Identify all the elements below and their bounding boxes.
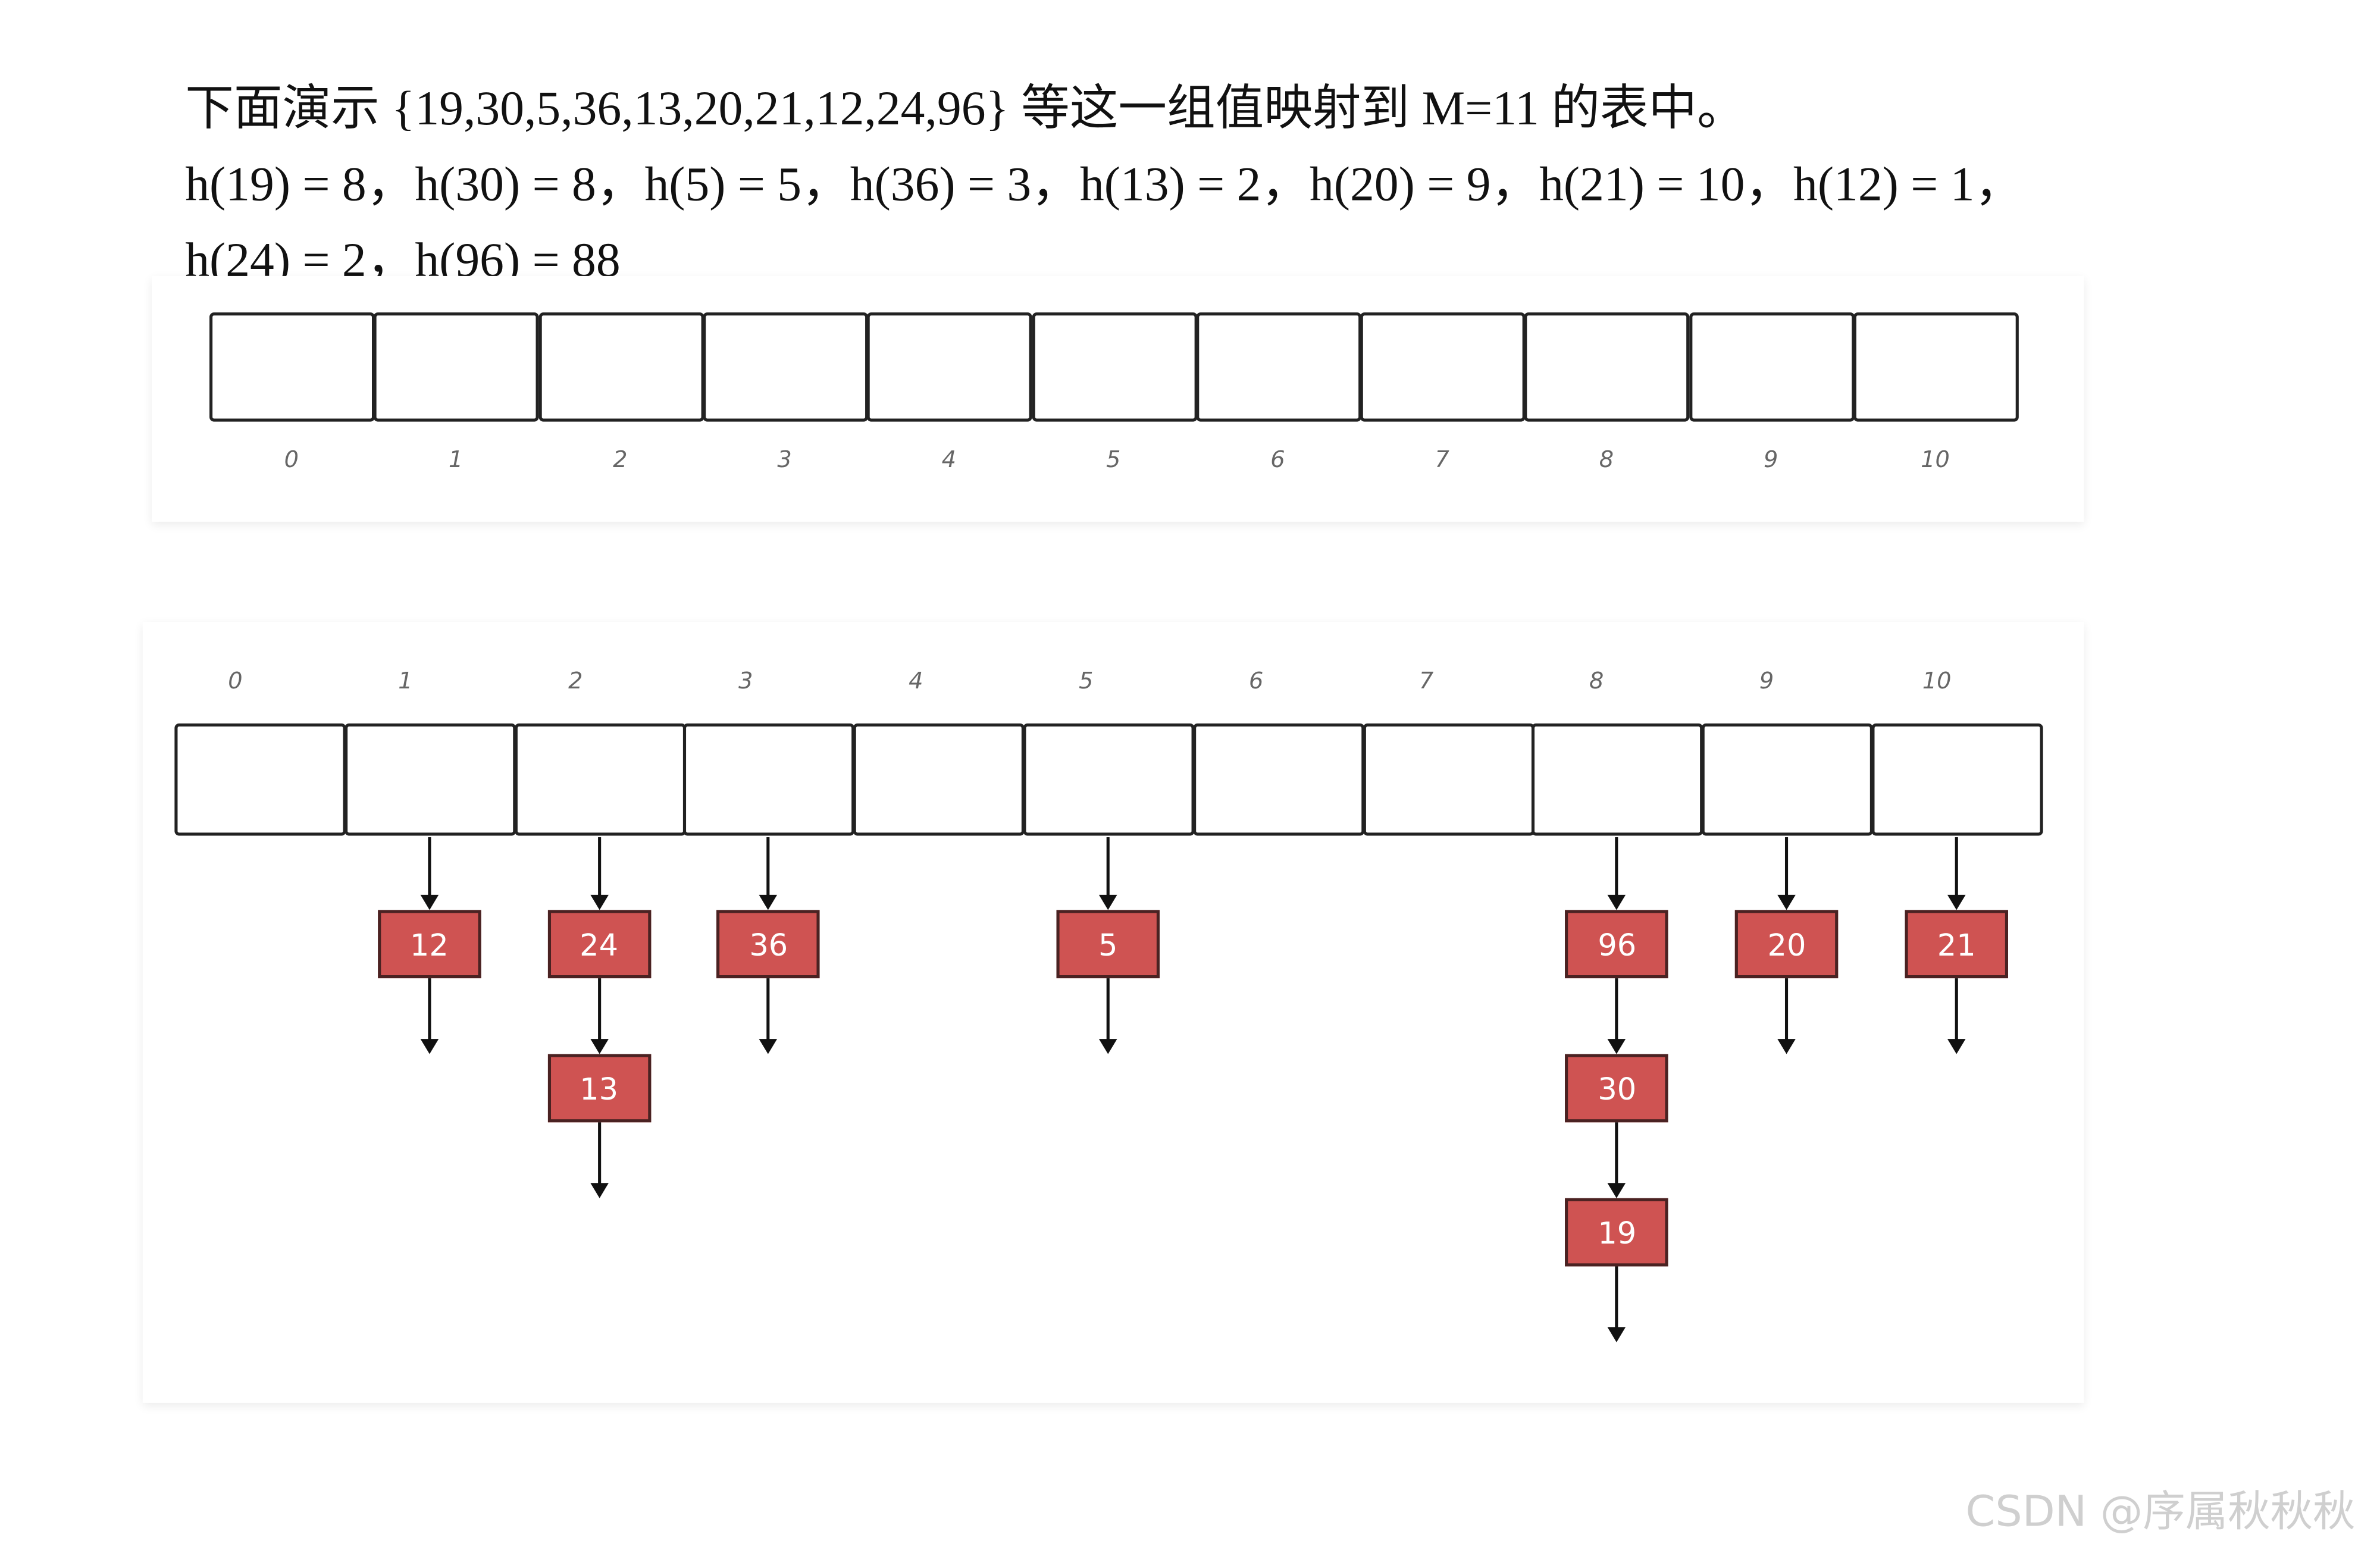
slot-index-label: 1	[448, 446, 464, 474]
chain-node: 5	[1056, 910, 1160, 979]
bucket-index-label: 1	[398, 667, 413, 695]
chain-node: 36	[717, 910, 821, 979]
pointer-arrow	[759, 837, 778, 910]
pointer-arrow	[1098, 837, 1117, 910]
pointer-arrow	[1947, 837, 1966, 910]
intro-text: 下面演示 {19,30,5,36,13,20,21,12,24,96} 等这一组…	[185, 80, 1746, 135]
bucket-index-label: 4	[909, 667, 923, 695]
chain-node: 96	[1565, 910, 1669, 979]
chain-node: 13	[547, 1054, 651, 1123]
slot-index-label: 0	[284, 446, 299, 474]
chain-node: 12	[377, 910, 481, 979]
watermark: CSDN @序属秋秋秋	[1965, 1486, 2356, 1537]
table-slot	[1853, 312, 2019, 422]
bucket-index-label: 10	[1922, 667, 1952, 695]
bucket-index-label: 9	[1759, 667, 1774, 695]
next-pointer-arrow	[1098, 978, 1117, 1054]
chain-node: 24	[547, 910, 651, 979]
pointer-arrow	[1777, 837, 1796, 910]
bucket-index-label: 8	[1589, 667, 1604, 695]
bucket-slot	[1871, 723, 2043, 836]
slot-index-label: 3	[777, 446, 792, 474]
table-slot	[702, 312, 868, 422]
next-pointer-arrow	[1777, 978, 1796, 1054]
slot-index-label: 8	[1599, 446, 1614, 474]
next-pointer-arrow	[1608, 1266, 1627, 1342]
bucket-index-label: 7	[1418, 667, 1434, 695]
pointer-arrow	[420, 837, 439, 910]
next-pointer-arrow	[590, 1122, 608, 1198]
table-slot	[1689, 312, 1855, 422]
table-slot	[1195, 312, 1361, 422]
bucket-slot	[1023, 723, 1195, 836]
chain-node: 19	[1565, 1198, 1669, 1267]
chain-node: 20	[1735, 910, 1839, 979]
bucket-index-label: 3	[738, 667, 753, 695]
bucket-slot	[344, 723, 516, 836]
pointer-arrow	[1608, 837, 1627, 910]
bucket-slot	[513, 723, 686, 836]
bucket-slot	[1532, 723, 1704, 836]
slot-index-label: 4	[941, 446, 957, 474]
bucket-slot	[174, 723, 346, 836]
slot-index-label: 7	[1435, 446, 1449, 474]
next-pointer-arrow	[1608, 1122, 1627, 1198]
next-pointer-arrow	[1608, 978, 1627, 1054]
bucket-slot	[1362, 723, 1535, 836]
bucket-index-label: 0	[228, 667, 243, 695]
pointer-arrow	[590, 837, 608, 910]
slot-index-label: 10	[1921, 446, 1950, 474]
table-slot	[1360, 312, 1526, 422]
next-pointer-arrow	[759, 978, 778, 1054]
table-slot	[374, 312, 540, 422]
slot-index-label: 6	[1270, 446, 1285, 474]
next-pointer-arrow	[420, 978, 439, 1054]
table-slot	[1031, 312, 1197, 422]
slot-index-label: 5	[1106, 446, 1121, 474]
table-slot	[867, 312, 1033, 422]
table-slot	[1524, 312, 1690, 422]
bucket-slot	[1192, 723, 1364, 836]
slot-index-label: 9	[1764, 446, 1778, 474]
table-slot	[209, 312, 375, 422]
bucket-index-label: 5	[1079, 667, 1094, 695]
chain-node: 21	[1905, 910, 2008, 979]
next-pointer-arrow	[1947, 978, 1966, 1054]
bucket-slot	[683, 723, 856, 836]
slot-index-label: 2	[613, 446, 628, 474]
bucket-index-label: 2	[568, 667, 583, 695]
hash-values-line-1: h(19) = 8，h(30) = 8，h(5) = 5，h(36) = 3，h…	[185, 156, 2024, 211]
bucket-slot	[853, 723, 1025, 836]
chain-node: 30	[1565, 1054, 1669, 1123]
table-slot	[538, 312, 704, 422]
next-pointer-arrow	[590, 978, 608, 1054]
bucket-index-label: 6	[1249, 667, 1264, 695]
bucket-slot	[1702, 723, 1874, 836]
